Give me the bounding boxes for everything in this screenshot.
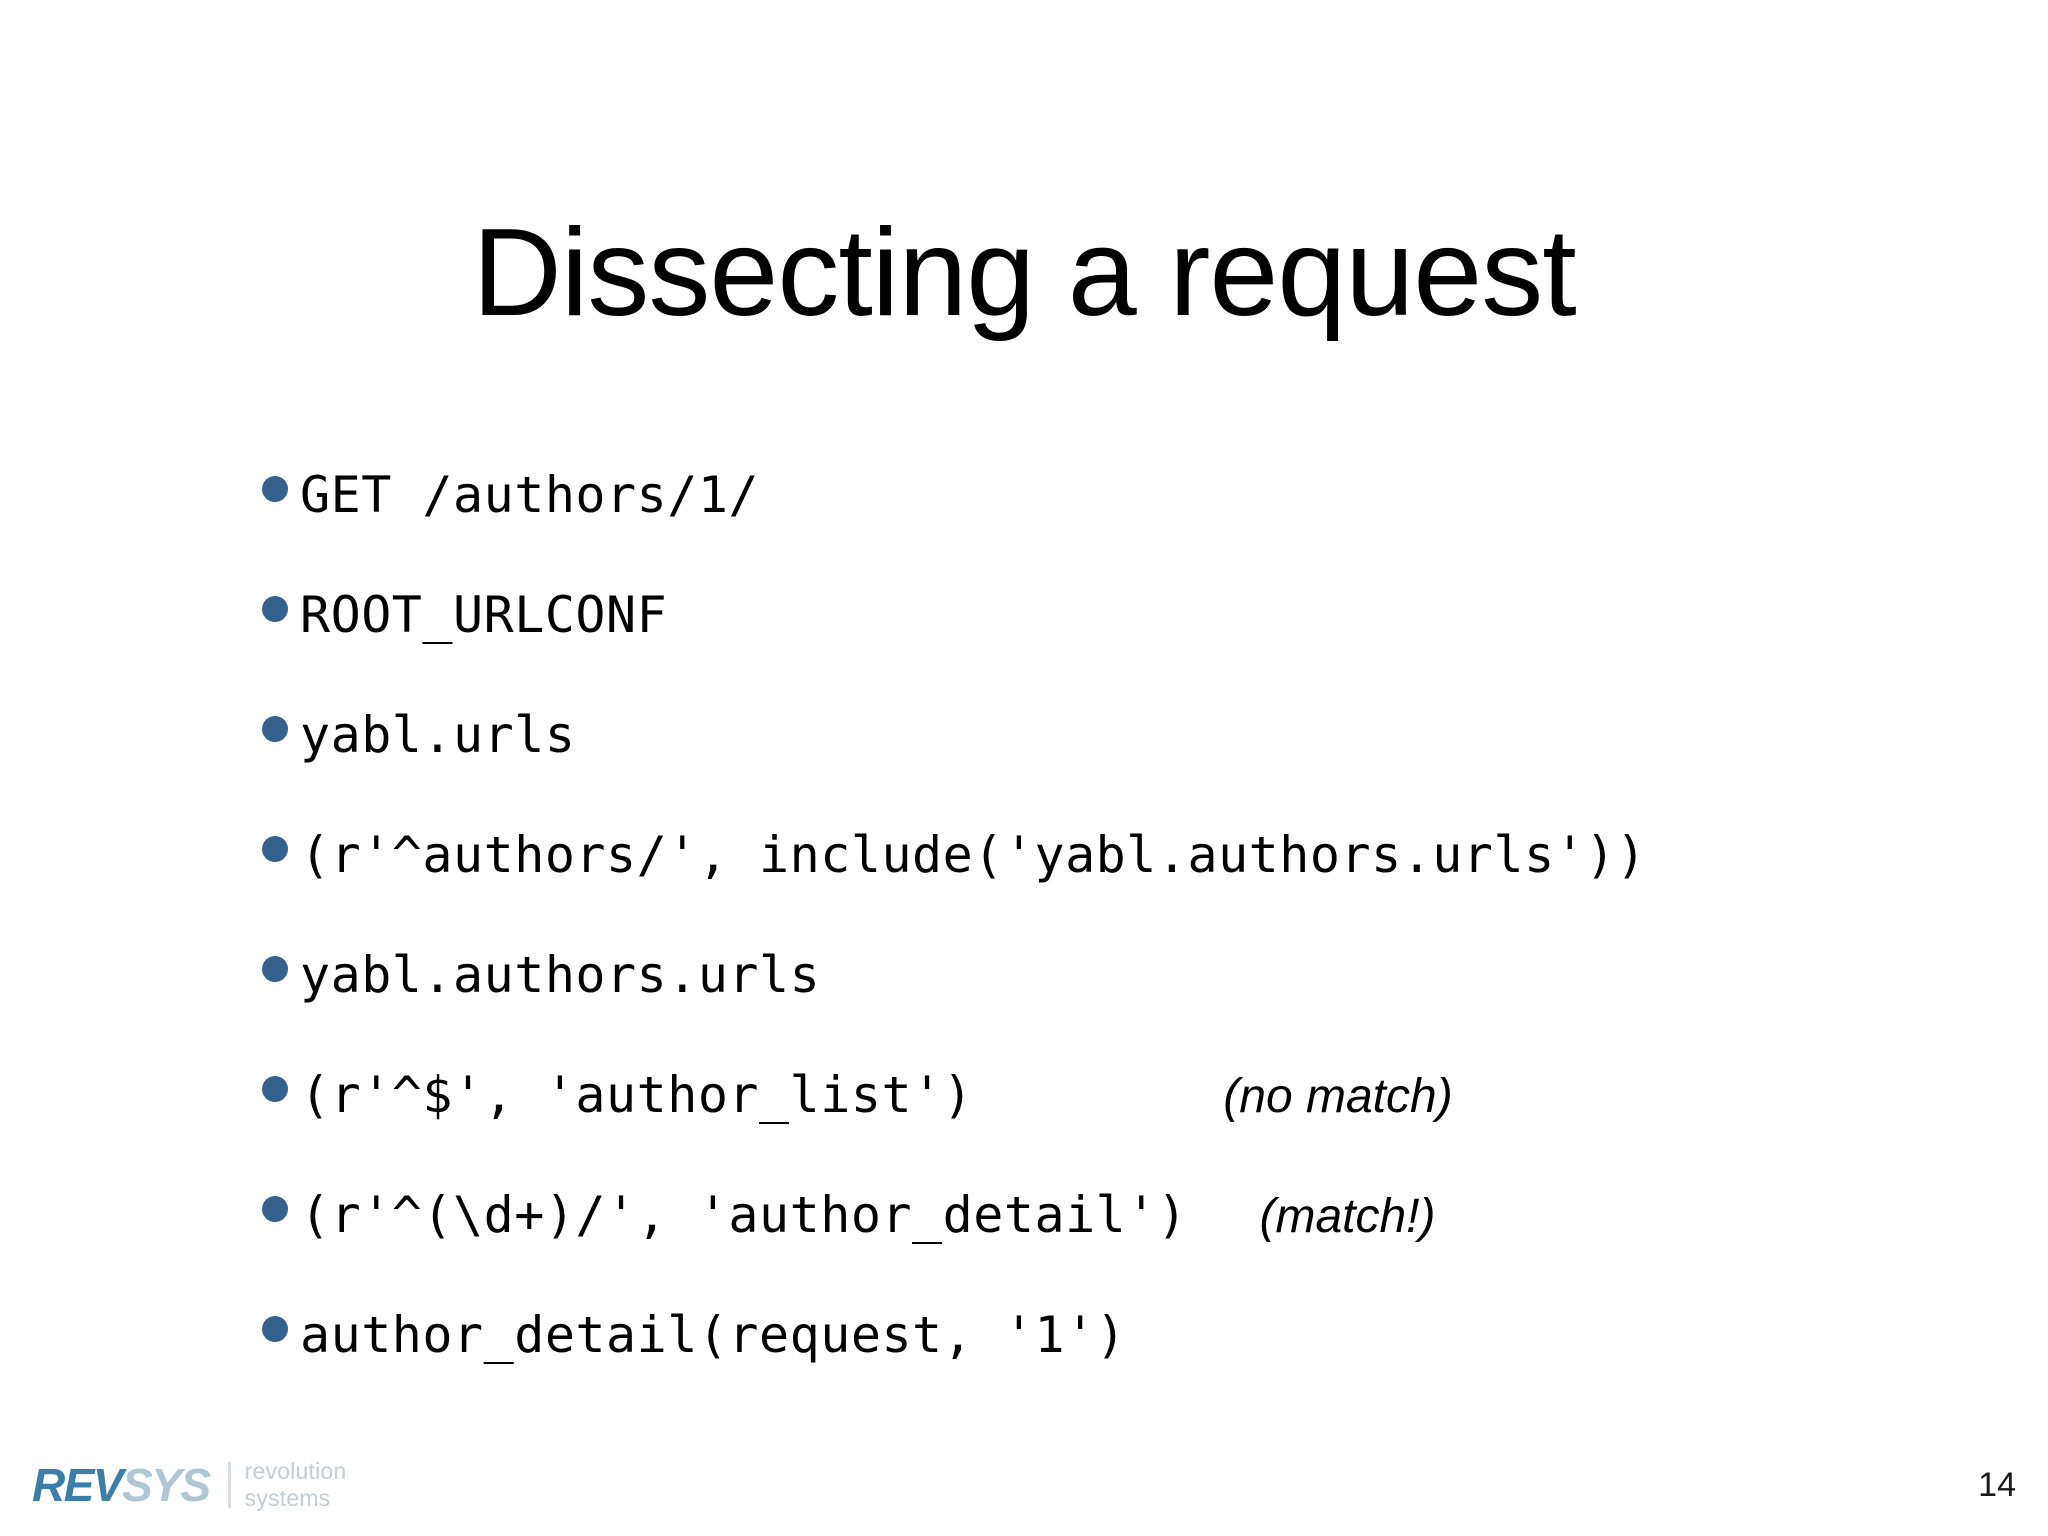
list-item-label: (r'^authors/', include('yabl.authors.url… xyxy=(300,826,1647,884)
page-title: Dissecting a request xyxy=(472,204,1576,343)
bullet-list: GET /authors/1/ ROOT_URLCONF yabl.urls (… xyxy=(262,470,1962,1430)
logo-tagline-line2: systems xyxy=(244,1485,331,1511)
list-item: (r'^(\d+)/', 'author_detail') (match!) xyxy=(262,1190,1962,1310)
list-item-label: yabl.urls xyxy=(300,706,576,764)
bullet-dot-icon xyxy=(262,716,288,742)
bullet-dot-icon xyxy=(262,1316,288,1342)
logo-wordmark: REVSYS xyxy=(32,1459,211,1511)
list-item: GET /authors/1/ xyxy=(262,470,1962,590)
list-item-label: GET /authors/1/ xyxy=(300,466,760,524)
bullet-dot-icon xyxy=(262,1076,288,1102)
logo-word-secondary: SYS xyxy=(122,1459,211,1511)
logo-tagline: revolution systems xyxy=(245,1458,347,1512)
logo-divider xyxy=(227,1462,231,1508)
list-item: ROOT_URLCONF xyxy=(262,590,1962,710)
list-item-label: author_detail(request, '1') xyxy=(300,1306,1127,1364)
list-item-label: yabl.authors.urls xyxy=(300,946,821,1004)
page-number: 14 xyxy=(1978,1466,2016,1504)
list-item-note: (match!) xyxy=(1259,1190,1436,1243)
logo-word-primary: REV xyxy=(32,1459,124,1511)
bullet-dot-icon xyxy=(262,956,288,982)
list-item: (r'^$', 'author_list') (no match) xyxy=(262,1070,1962,1190)
list-item-label: (r'^$', 'author_list') xyxy=(300,1066,974,1124)
list-item: yabl.urls xyxy=(262,710,1962,830)
list-item-label: (r'^(\d+)/', 'author_detail') xyxy=(300,1186,1188,1244)
revsys-logo: REVSYS revolution systems xyxy=(32,1456,346,1514)
bullet-dot-icon xyxy=(262,596,288,622)
bullet-dot-icon xyxy=(262,1196,288,1222)
bullet-dot-icon xyxy=(262,476,288,502)
list-item: (r'^authors/', include('yabl.authors.url… xyxy=(262,830,1962,950)
bullet-dot-icon xyxy=(262,836,288,862)
list-item-label: ROOT_URLCONF xyxy=(300,586,668,644)
list-item: yabl.authors.urls xyxy=(262,950,1962,1070)
list-item-note: (no match) xyxy=(1223,1070,1453,1123)
logo-tagline-line1: revolution xyxy=(244,1457,347,1484)
list-item: author_detail(request, '1') xyxy=(262,1310,1962,1430)
